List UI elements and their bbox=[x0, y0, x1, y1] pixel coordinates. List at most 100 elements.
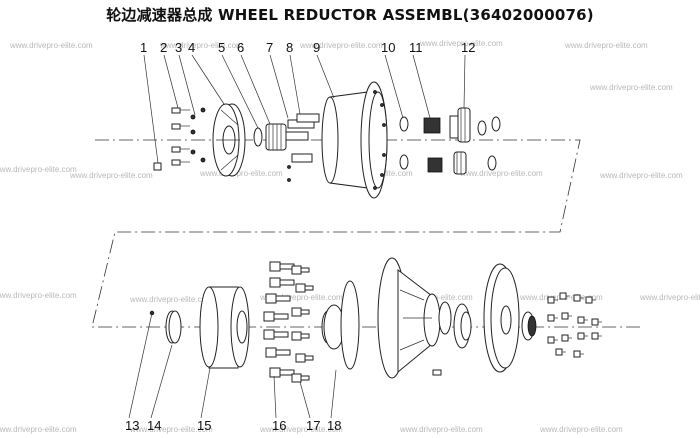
part-3-pins bbox=[190, 107, 206, 163]
part-17-wheel-nuts bbox=[291, 265, 314, 383]
hub-nut bbox=[561, 312, 572, 320]
bolt bbox=[269, 261, 295, 272]
bolt bbox=[269, 277, 295, 288]
leader-line bbox=[191, 54, 225, 105]
nut bbox=[295, 353, 314, 363]
watermark-text: www.drivepro-elite.com bbox=[399, 425, 483, 434]
part-11-needle-bearings bbox=[423, 117, 443, 173]
watermark-text: www.drivepro-elite.com bbox=[129, 425, 213, 434]
callout-2: 2 bbox=[160, 40, 167, 55]
callout-10: 10 bbox=[381, 40, 395, 55]
callout-1: 1 bbox=[140, 40, 147, 55]
leader-line bbox=[163, 54, 179, 109]
part-10-thrust-washers bbox=[399, 116, 409, 170]
leader-line bbox=[384, 54, 404, 119]
brake-disc bbox=[483, 263, 520, 373]
part-6-sun-gear bbox=[265, 123, 287, 151]
callout-4: 4 bbox=[188, 40, 195, 55]
leader-line bbox=[330, 369, 337, 419]
leader-line bbox=[269, 54, 289, 119]
hub-nuts-cluster bbox=[547, 292, 602, 358]
hub-nut bbox=[573, 350, 584, 358]
hub-nut bbox=[559, 292, 570, 300]
callout-6: 6 bbox=[237, 40, 244, 55]
leader-line bbox=[150, 344, 173, 419]
watermark-text: www.drivepro-elite.com bbox=[69, 171, 153, 180]
part-5-snap-ring bbox=[253, 127, 263, 147]
watermark-text: www.drivepro-elite.com bbox=[0, 425, 77, 434]
watermark-text: www.drivepro-elite.com bbox=[159, 41, 243, 50]
leader-line bbox=[316, 54, 335, 99]
watermark-text: www.drivepro-elite.com bbox=[539, 425, 623, 434]
hub-nut bbox=[547, 336, 558, 344]
part-8-shafts bbox=[291, 113, 320, 163]
leader-line bbox=[143, 54, 159, 164]
watermark-text: www.drivepro-elite.com bbox=[129, 295, 213, 304]
nut bbox=[295, 283, 314, 293]
leader-line bbox=[289, 54, 301, 115]
watermark-text: www.drivepro-elite.com bbox=[199, 169, 283, 178]
bolt bbox=[265, 293, 291, 304]
watermark-text: www.drivepro-elite.com bbox=[639, 293, 700, 302]
leader-line bbox=[299, 381, 311, 419]
leader-line bbox=[178, 54, 196, 116]
bolt bbox=[269, 367, 295, 378]
watermark-text: www.drivepro-elite.com bbox=[599, 171, 683, 180]
hub-nut bbox=[555, 348, 566, 356]
watermark-text: www.drivepro-elite.com bbox=[589, 83, 673, 92]
hub-nut bbox=[561, 334, 572, 342]
bearing-cone bbox=[521, 311, 537, 341]
part-2-bolts bbox=[171, 107, 190, 166]
callout-14: 14 bbox=[147, 418, 161, 433]
leader-line bbox=[463, 54, 466, 109]
callout-5: 5 bbox=[218, 40, 225, 55]
part-1-plug bbox=[153, 162, 162, 171]
nut bbox=[291, 331, 310, 341]
callout-12: 12 bbox=[461, 40, 475, 55]
part-18-bearing bbox=[321, 280, 360, 370]
watermark-text: www.drivepro-elite.com bbox=[419, 39, 503, 48]
watermark-text: www.drivepro-elite.com bbox=[9, 41, 93, 50]
part-7-pins bbox=[285, 119, 315, 182]
callout-17: 17 bbox=[306, 418, 320, 433]
watermark-text: www.drivepro-elite.com bbox=[0, 291, 77, 300]
hub-nut bbox=[547, 296, 558, 304]
watermark-text: www.drivepro-elite.com bbox=[259, 293, 343, 302]
watermark-text: www.drivepro-elite.com bbox=[459, 169, 543, 178]
callout-leaders bbox=[128, 54, 466, 419]
leader-line bbox=[412, 54, 431, 119]
bolt bbox=[263, 329, 289, 340]
watermark-text: www.drivepro-elite.com bbox=[259, 425, 343, 434]
part-4-end-cover bbox=[212, 103, 246, 177]
callout-16: 16 bbox=[272, 418, 286, 433]
hub-nut bbox=[547, 314, 558, 322]
callout-3: 3 bbox=[175, 40, 182, 55]
callout-9: 9 bbox=[313, 40, 320, 55]
upper-axis-line bbox=[91, 139, 640, 328]
callout-11: 11 bbox=[409, 40, 423, 55]
leader-line bbox=[128, 312, 153, 419]
watermark-text: www.drivepro-elite.com bbox=[299, 41, 383, 50]
callout-15: 15 bbox=[197, 418, 211, 433]
hub-nut bbox=[577, 316, 588, 324]
watermark-text: www.drivepro-elite.com bbox=[0, 165, 77, 174]
leader-line bbox=[200, 367, 211, 419]
hub-nut bbox=[573, 294, 584, 302]
bolt bbox=[263, 311, 289, 322]
watermark-text: www.drivepro-elite.com bbox=[564, 41, 648, 50]
callout-18: 18 bbox=[327, 418, 341, 433]
part-15-brake-drum bbox=[199, 286, 250, 369]
wheel-hub-body bbox=[377, 257, 472, 379]
hub-nut bbox=[591, 332, 602, 340]
nut bbox=[291, 307, 310, 317]
callout-8: 8 bbox=[286, 40, 293, 55]
hub-nut bbox=[591, 318, 602, 326]
callout-7: 7 bbox=[266, 40, 273, 55]
hub-nut bbox=[585, 296, 596, 304]
diagram-title: 轮边减速器总成 WHEEL REDUCTOR ASSEMBL(364020000… bbox=[106, 6, 594, 24]
part-16-wheel-bolts bbox=[263, 261, 295, 378]
nut bbox=[291, 265, 310, 275]
callout-13: 13 bbox=[125, 418, 139, 433]
